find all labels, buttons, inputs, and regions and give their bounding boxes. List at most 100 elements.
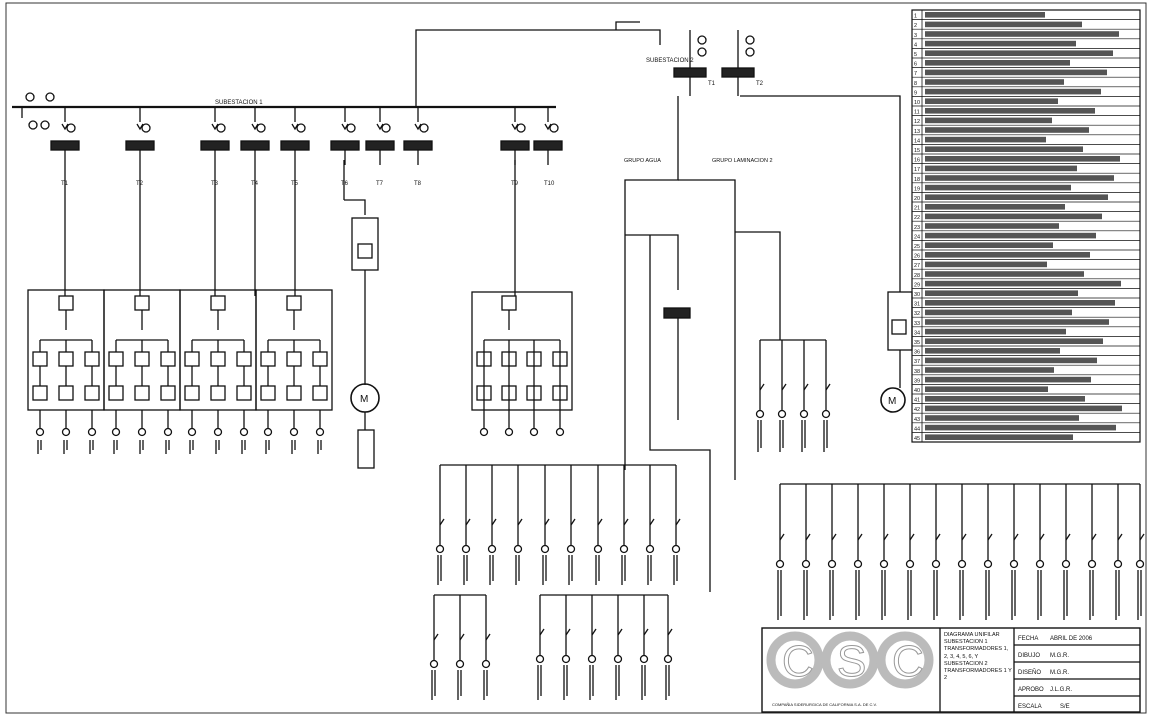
legend-row-number: 34 [914,330,920,336]
svg-text:COMPAÑIA SIDERURGICA DE CALIFO: COMPAÑIA SIDERURGICA DE CALIFORNIA S.A. … [772,702,877,707]
legend-row-number: 35 [914,340,920,346]
load-icon [111,427,121,437]
breaker-icon [160,385,176,401]
breaker-icon [623,518,629,526]
legend-row-number: 15 [914,148,920,154]
protection-relay-icon [296,123,306,133]
load-icon [315,427,325,437]
load-icon [593,544,603,554]
substation-2-transformer: T1 [673,30,716,96]
breaker-icon [831,533,837,541]
protection-relay-icon [216,123,226,133]
tie-line-substation-2 [415,29,661,107]
transformer-icon [533,140,563,151]
load-icon [619,544,629,554]
protection-relay-icon [346,123,356,133]
protection-relay-icon [697,47,707,57]
transformer-icon [500,140,530,151]
breaker-icon [781,383,787,391]
load-icon [587,654,597,664]
legend-row-text-block [925,319,1109,325]
legend-row-text-block [925,88,1101,95]
breaker-icon [286,385,302,401]
breaker-icon [667,628,673,636]
load-icon [479,427,489,437]
transformer-icon [721,67,755,78]
legend-row-text-block [925,117,1052,124]
legend-row-number: 10 [914,100,920,106]
transformer-feeder: T1 [50,107,80,296]
load-icon [555,427,565,437]
switchgear-cabinets [27,289,333,454]
load-icon [777,409,787,419]
load-icon [213,427,223,437]
switchgear-cabinet [103,289,181,454]
legend-row-text-block [925,213,1102,220]
breaker-icon [134,385,150,401]
legend-row-number: 17 [914,167,920,173]
load-icon [931,559,941,569]
breaker-icon [286,351,302,367]
breaker-icon [1117,533,1123,541]
legend-row-number: 40 [914,388,920,394]
load-icon [87,427,97,437]
legend-row-text-block [925,434,1073,440]
label-substation-1: SUBESTACION 1 [215,100,263,106]
transformer-icon [403,140,433,151]
feeder-row-right [775,483,1145,620]
svg-text:S/E: S/E [1060,704,1070,710]
breaker-icon [544,518,550,526]
load-icon [1113,559,1123,569]
switchgear-cabinet-t9 [471,160,573,437]
breaker-icon [591,628,597,636]
svg-text:M: M [888,396,896,407]
breaker-icon [236,351,252,367]
transformer-feeder: T8 [403,107,433,187]
group-water: GRUPO AGUA [624,120,691,470]
load-icon [775,559,785,569]
legend-row-number: 28 [914,273,920,279]
load-icon [639,654,649,664]
legend-row-text-block [925,280,1121,287]
transformer-label: T7 [376,181,384,187]
load-icon [513,544,523,554]
breaker-icon [210,385,226,401]
legend-row-number: 30 [914,292,920,298]
svg-text:GRUPO LAMINACION 2: GRUPO LAMINACION 2 [712,158,773,164]
load-icon [755,409,765,419]
load-icon [481,659,491,669]
logo-c-left [766,631,824,689]
legend-row-text-block [925,376,1091,383]
legend-row-number: 42 [914,407,920,413]
logo-c-right [876,631,934,689]
load-icon [540,544,550,554]
incoming-feeder [21,92,55,130]
legend-row-number: 13 [914,129,920,135]
svg-text:C: C [892,637,924,686]
protection-relay-icon [66,123,76,133]
transformer-icon [240,140,270,151]
legend-row-number: 7 [914,71,917,77]
breaker-icon [779,533,785,541]
legend-row-number: 32 [914,311,920,317]
load-icon [645,544,655,554]
breaker-icon [134,351,150,367]
protection-relay-icon [256,123,266,133]
breaker-icon [597,518,603,526]
legend-row-number: 38 [914,369,920,375]
fecha-value: ABRIL DE 2006 [1050,636,1093,642]
legend-row-number: 12 [914,119,920,125]
legend-row-text-block [925,50,1113,56]
breaker-icon [160,351,176,367]
switchgear-cabinet [255,289,333,454]
legend-row-text-block [925,261,1047,268]
feeder-row-3 [755,339,831,452]
load-icon [671,544,681,554]
load-icon [61,427,71,437]
transformer-icon [125,140,155,151]
legend-row-number: 37 [914,359,920,365]
load-icon [663,654,673,664]
load-icon [263,427,273,437]
